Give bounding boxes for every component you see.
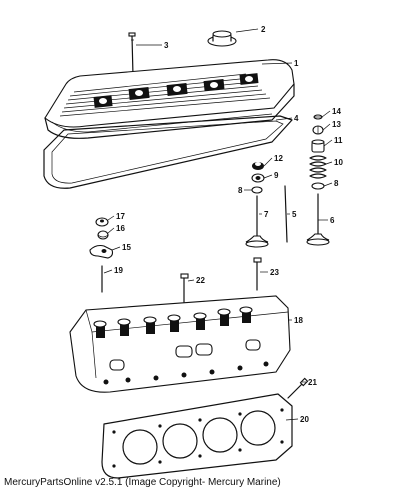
part-22-head-bolt xyxy=(180,273,189,303)
part-23-head-bolt xyxy=(253,257,262,291)
part-14-nut xyxy=(313,114,323,120)
part-20-head-gasket xyxy=(101,393,293,479)
part-3-cover-bolt xyxy=(128,32,136,77)
part-17-nut xyxy=(95,217,109,227)
callout-7: 7 xyxy=(264,210,269,219)
callout-22: 22 xyxy=(196,276,205,285)
part-10-valve-spring xyxy=(309,155,327,179)
callout-2: 2 xyxy=(261,25,266,34)
part-9-retainer xyxy=(251,173,265,183)
part-21-bolt xyxy=(287,377,309,399)
callout-9: 9 xyxy=(274,171,279,180)
part-5-push-rod xyxy=(284,185,288,243)
part-15-rocker-arm xyxy=(89,244,114,259)
head-ports xyxy=(109,339,261,371)
leader-lines xyxy=(103,28,333,421)
callout-14: 14 xyxy=(332,107,341,116)
callout-20: 20 xyxy=(300,415,309,424)
part-16-pivot-ball xyxy=(97,230,109,240)
part-13-valve-lock xyxy=(312,125,324,135)
part-7-intake-valve xyxy=(245,195,269,248)
callout-16: 16 xyxy=(116,224,125,233)
head-bolt-holes xyxy=(103,361,269,385)
part-18-cylinder-head xyxy=(69,295,291,393)
part-8-seal-right xyxy=(311,182,325,190)
rocker-cover-bosses xyxy=(93,73,259,108)
part-1-rocker-cover xyxy=(44,59,295,139)
callout-18: 18 xyxy=(294,316,303,325)
callout-4: 4 xyxy=(294,114,299,123)
callout-13: 13 xyxy=(332,120,341,129)
callout-21: 21 xyxy=(308,378,317,387)
callout-17: 17 xyxy=(116,212,125,221)
callout-8-left: 8 xyxy=(238,186,243,195)
part-8-seal-left xyxy=(251,186,263,194)
callout-12: 12 xyxy=(274,154,283,163)
head-spring-caps xyxy=(93,306,253,328)
callout-11: 11 xyxy=(334,136,343,145)
part-12-rotator xyxy=(252,162,264,170)
head-springs xyxy=(96,310,251,338)
callout-15: 15 xyxy=(122,243,131,252)
copyright-footer: MercuryPartsOnline v2.5.1 (Image Copyrig… xyxy=(4,477,281,488)
part-2-filler-cap xyxy=(207,30,237,47)
callout-labels: 1 2 3 4 5 6 7 8 8 9 10 11 12 13 14 15 16… xyxy=(114,25,343,424)
callout-10: 10 xyxy=(334,158,343,167)
part-11-valve-cap xyxy=(311,139,325,153)
callout-23: 23 xyxy=(270,268,279,277)
part-6-exhaust-valve xyxy=(306,193,330,246)
callout-1: 1 xyxy=(294,59,299,68)
callout-3: 3 xyxy=(164,41,169,50)
callout-6: 6 xyxy=(330,216,335,225)
callout-19: 19 xyxy=(114,266,123,275)
gasket-holes xyxy=(112,408,284,468)
callout-8-right: 8 xyxy=(334,179,339,188)
callout-5: 5 xyxy=(292,210,297,219)
